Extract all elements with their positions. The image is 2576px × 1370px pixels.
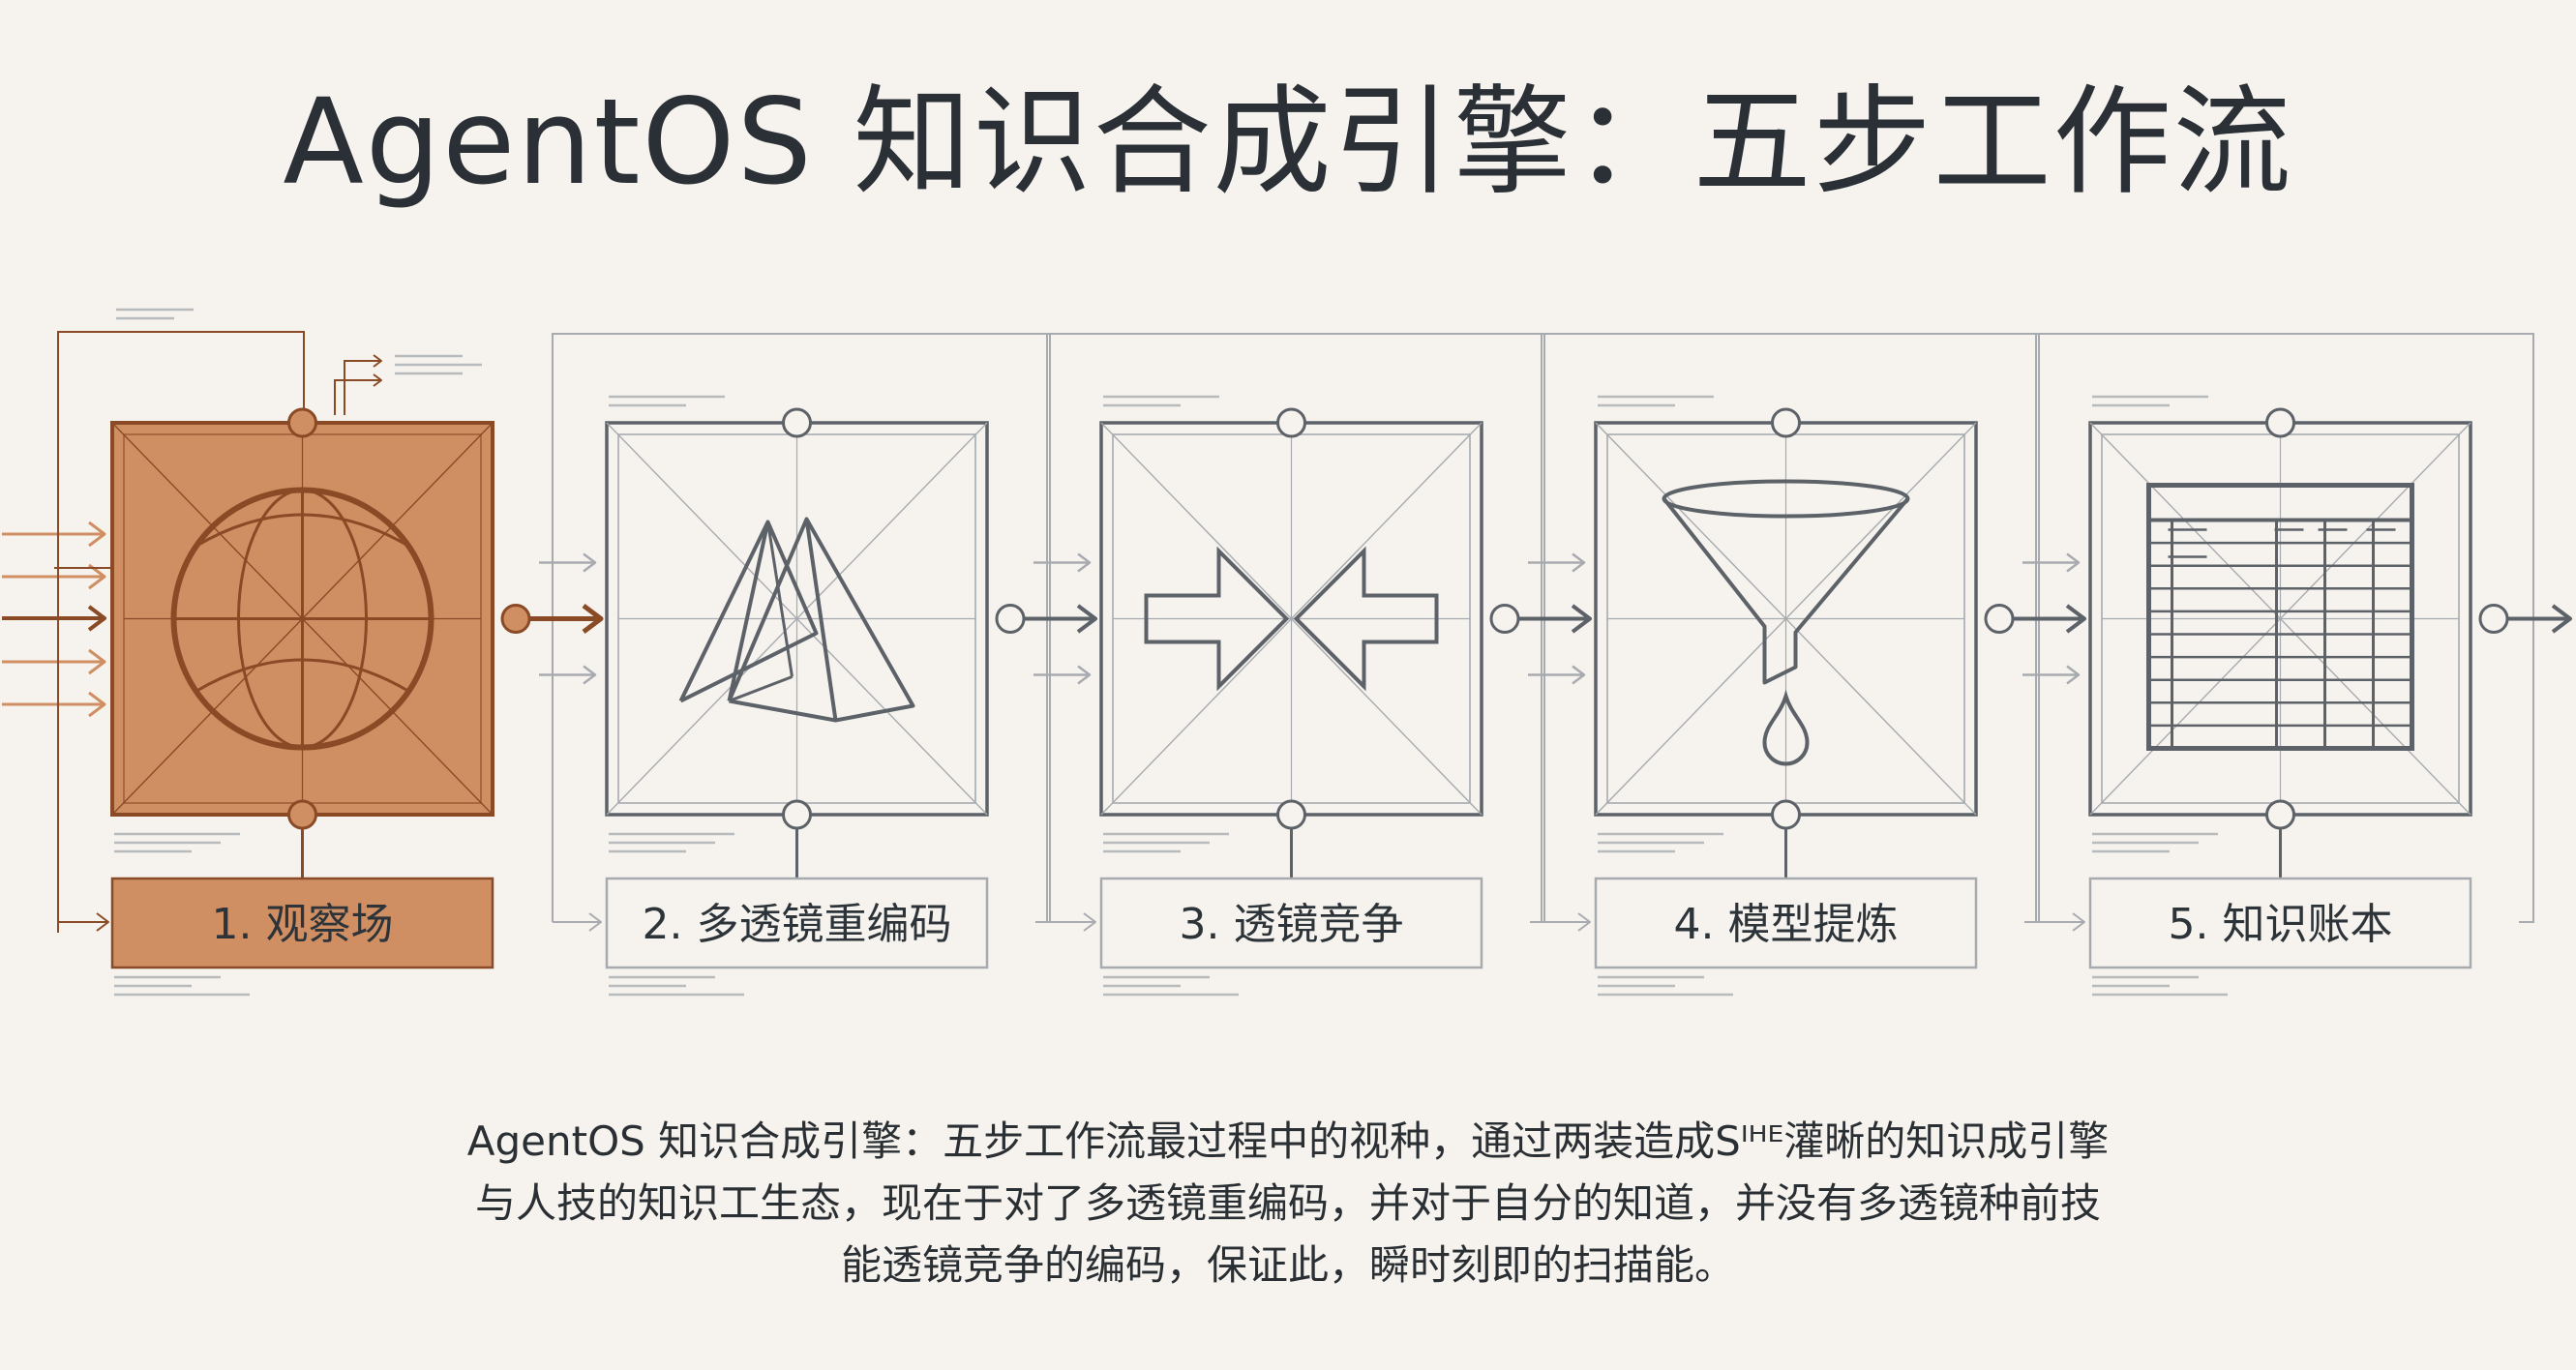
globe-icon [170, 487, 434, 751]
step-label-box [110, 877, 494, 969]
funnel-icon [1662, 479, 1910, 766]
caption-line-2: 与人技的知识工生态，现在于对了多透镜重编码，并对于自分的知道，并没有多透镜种前技 [474, 1179, 2101, 1227]
arrowhead [88, 691, 106, 718]
arrowhead [373, 373, 382, 387]
port-top [1771, 407, 1801, 438]
step-label: 5. 知识账本 [2169, 900, 2393, 949]
arrowhead [2065, 604, 2086, 634]
input-arrow [2, 605, 106, 632]
input-arrow [2, 521, 106, 548]
port-bottom [782, 799, 812, 830]
step-label: 2. 多透镜重编码 [643, 900, 952, 949]
arrowhead [583, 665, 597, 685]
arrowhead [2066, 552, 2081, 573]
converging-arrows-icon [1144, 546, 1439, 692]
port-top [287, 407, 317, 438]
step-label-box [1099, 877, 1483, 969]
step-label: 4. 模型提炼 [1674, 900, 1899, 949]
port-top [1276, 407, 1306, 438]
step-2: 2. 多透镜重编码 [552, 333, 1051, 997]
step-4: 4. 模型提炼 [1541, 333, 2040, 997]
step-1: 1. 观察场 [54, 308, 531, 997]
port-top [2265, 407, 2295, 438]
arrowhead [582, 604, 604, 634]
caption-line-1: AgentOS 知识合成引擎：五步工作流最过程中的视种，通过两装造成Sᴵᴴᴱ灌晰… [466, 1117, 2110, 1165]
arrowhead [373, 354, 382, 368]
port-bottom [287, 799, 317, 830]
arrowhead [1083, 912, 1096, 932]
input-arrow [2, 691, 106, 718]
arrowhead [1077, 665, 1092, 685]
feedback-bracket [2035, 333, 2534, 923]
step-label: 1. 观察场 [212, 900, 394, 949]
arrowhead [1076, 604, 1097, 634]
arrowhead [1572, 665, 1586, 685]
input-arrow [2, 648, 106, 675]
connector-2 [1024, 552, 1097, 685]
arrowhead [588, 912, 602, 932]
port-output [995, 604, 1026, 634]
port-bottom [1771, 799, 1801, 830]
arrowhead [87, 605, 106, 632]
arrowhead [1572, 552, 1586, 573]
connector-3 [1518, 552, 1592, 685]
page-title: AgentOS 知识合成引擎：五步工作流 [283, 74, 2293, 211]
caption: AgentOS 知识合成引擎：五步工作流最过程中的视种，通过两装造成Sᴵᴴᴱ灌晰… [319, 1111, 2257, 1296]
port-output [2478, 604, 2509, 634]
arrowhead [1577, 912, 1591, 932]
port-output [500, 604, 531, 634]
arrowhead [88, 648, 106, 675]
step-5: 5. 知识账本 [2035, 333, 2534, 997]
arrowhead [1077, 552, 1092, 573]
droplet-icon [1762, 689, 1810, 766]
port-bottom [2265, 799, 2295, 830]
step-3: 3. 透镜竞争 [1046, 333, 1545, 997]
arrowhead [88, 521, 106, 548]
step-label: 3. 透镜竞争 [1180, 900, 1404, 949]
pyramids-icon [678, 517, 915, 723]
arrowhead [2072, 912, 2085, 932]
connector-4 [2013, 552, 2086, 685]
ledger-table-icon [2146, 483, 2414, 751]
arrowhead [2551, 604, 2572, 634]
feedback-bracket [57, 331, 305, 933]
port-top [782, 407, 812, 438]
port-bottom [1276, 799, 1306, 830]
arrowhead [1571, 604, 1592, 634]
connector-1 [529, 552, 604, 685]
port-output [1489, 604, 1520, 634]
arrowhead [583, 552, 597, 573]
step-label-box [2088, 877, 2472, 969]
caption-line-3: 能透镜竞争的编码，保证此，瞬时刻即的扫描能。 [840, 1241, 1735, 1289]
step-label-box [605, 877, 989, 969]
connector-5 [2507, 604, 2572, 634]
step-label-box [1594, 877, 1978, 969]
arrowhead [96, 912, 109, 932]
port-output [1984, 604, 2015, 634]
arrowhead [2066, 665, 2081, 685]
